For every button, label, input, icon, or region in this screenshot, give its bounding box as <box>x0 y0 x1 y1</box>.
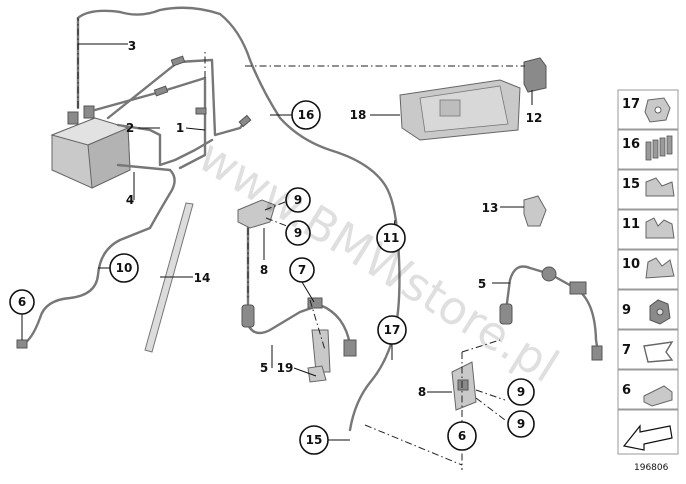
legend-label: 16 <box>622 137 640 152</box>
legend-item-15: 15 <box>617 169 679 210</box>
watermark-text: www.BMWstore.pl <box>189 129 568 394</box>
callout-5-center: 5 <box>260 361 268 375</box>
legend-item-16: 16 <box>617 129 679 170</box>
legend-strip: 17 16 15 11 10 <box>617 89 679 473</box>
legend-item-arrow <box>617 409 679 455</box>
callout-17: 17 <box>384 323 401 337</box>
callout-10: 10 <box>116 261 133 275</box>
callout-8-center: 8 <box>260 263 268 277</box>
bracket-8-right <box>451 361 477 411</box>
legend-label: 9 <box>622 303 631 318</box>
callouts: 3 2 1 4 18 12 13 14 8 5 19 5 8 <box>126 39 543 399</box>
callout-8-right: 8 <box>418 385 426 399</box>
clip-13 <box>523 195 547 227</box>
brake-hose-5-right <box>499 265 603 361</box>
callout-11: 11 <box>383 231 400 245</box>
callout-19: 19 <box>277 361 294 375</box>
connector-12 <box>523 57 547 93</box>
callout-3: 3 <box>128 39 136 53</box>
callout-9-a: 9 <box>294 193 302 207</box>
legend-item-11: 11 <box>617 209 679 250</box>
callout-4: 4 <box>126 193 134 207</box>
callout-6-left: 6 <box>18 295 26 309</box>
callout-16: 16 <box>298 108 315 122</box>
legend-item-6: 6 <box>617 369 679 410</box>
circled-callouts: 16 10 6 9 9 7 11 17 9 9 6 15 <box>9 100 535 455</box>
callout-14: 14 <box>194 271 211 285</box>
part-19 <box>307 365 327 383</box>
callout-5-right: 5 <box>478 277 486 291</box>
legend-label: 15 <box>622 177 640 192</box>
legend-label: 17 <box>622 97 640 112</box>
callout-12: 12 <box>526 111 543 125</box>
callout-18: 18 <box>350 108 367 122</box>
legend-item-7: 7 <box>617 329 679 370</box>
legend-item-9: 9 <box>617 289 679 330</box>
leader-lines <box>21 43 533 441</box>
callout-13: 13 <box>482 201 499 215</box>
legend-item-10: 10 <box>617 249 679 290</box>
legend-label: 10 <box>622 257 640 272</box>
callout-2: 2 <box>126 121 134 135</box>
callout-9-c: 9 <box>517 385 525 399</box>
legend-label: 11 <box>622 217 640 232</box>
callout-15: 15 <box>306 433 323 447</box>
cover-18 <box>399 79 521 141</box>
callout-9-d: 9 <box>517 417 525 431</box>
direction-arrow-icon <box>622 424 673 451</box>
diagram-number: 196806 <box>634 463 669 473</box>
legend-item-17: 17 <box>617 89 679 130</box>
abs-hydraulic-unit <box>50 105 131 189</box>
callout-7: 7 <box>298 263 306 277</box>
legend-label: 7 <box>622 343 631 358</box>
callout-9-b: 9 <box>294 226 302 240</box>
brake-pipe-4-10 <box>16 163 176 349</box>
legend-label: 6 <box>622 383 631 398</box>
callout-1: 1 <box>176 121 184 135</box>
callout-6-right: 6 <box>458 429 466 443</box>
